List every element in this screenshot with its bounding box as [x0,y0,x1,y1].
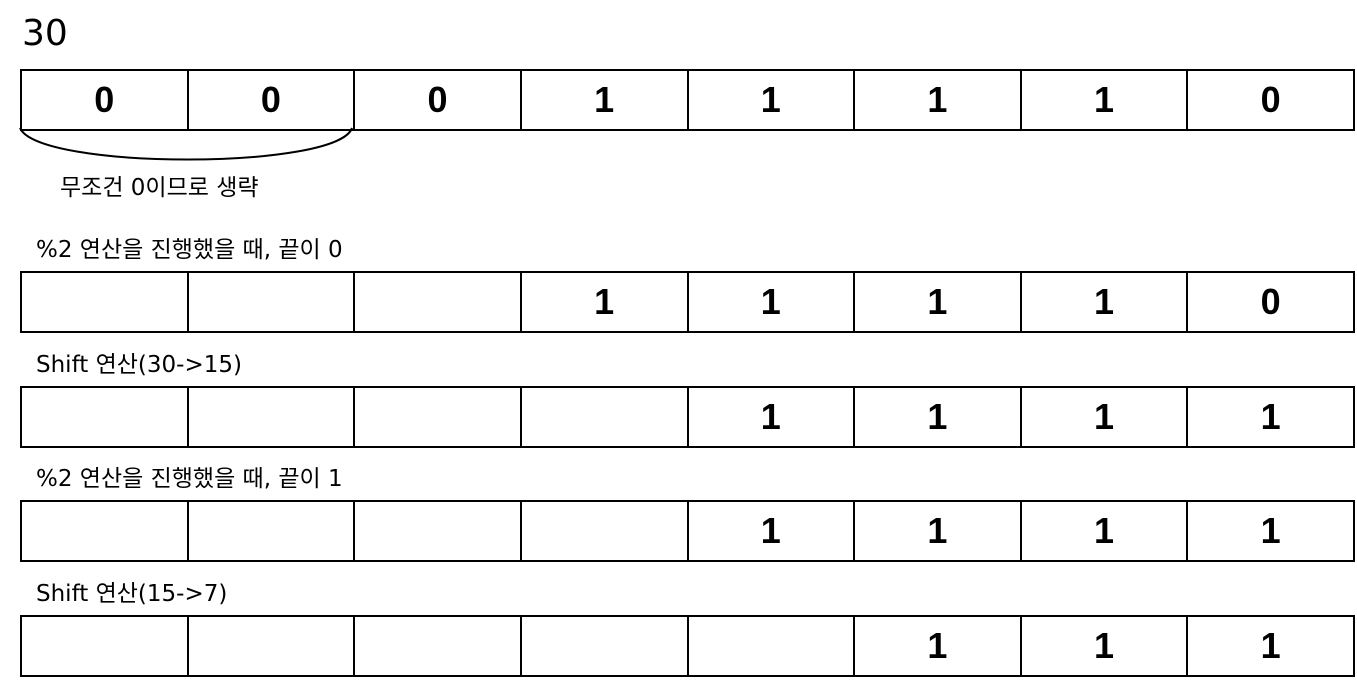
bit-cell [355,502,522,560]
bit-cell: 0 [355,71,522,129]
bit-cell: 0 [189,71,356,129]
bit-row-mod-1: 1 1 1 1 [20,500,1355,562]
step-caption-mod-0: %2 연산을 진행했을 때, 끝이 0 [36,237,343,263]
bit-cell [355,388,522,446]
bit-row-shift-30-15: 1 1 1 1 [20,386,1355,448]
bit-cell [22,617,189,675]
bit-cell: 1 [522,273,689,331]
number-title: 30 [22,13,68,54]
bit-cell: 1 [855,388,1022,446]
bit-cell [22,273,189,331]
bit-cell [189,273,356,331]
bit-cell: 1 [522,71,689,129]
bit-cell [355,273,522,331]
bit-cell: 1 [855,71,1022,129]
bit-cell: 1 [1260,396,1281,437]
bit-cell: 1 [1260,510,1281,551]
bit-cell: 1 [855,273,1022,331]
step-caption-shift-15-7: Shift 연산(15->7) [36,581,228,607]
bit-row-shift-15-7: 1 1 1 [20,615,1355,677]
bit-cell: 0 [1260,281,1281,322]
bit-cell: 1 [689,388,856,446]
bit-cell [22,502,189,560]
bit-cell [355,617,522,675]
bit-cell: 1 [689,71,856,129]
bit-row-mod-0: 1 1 1 1 0 [20,271,1355,333]
bit-cell [689,617,856,675]
bit-cell: 1 [1022,502,1189,560]
bit-cell: 1 [1260,625,1281,666]
omit-brace [19,127,353,161]
bit-cell: 0 [22,71,189,129]
bit-cell: 1 [1022,388,1189,446]
bit-cell: 1 [689,502,856,560]
bit-cell [522,502,689,560]
bit-cell [522,388,689,446]
bit-cell: 1 [1022,273,1189,331]
bit-cell: 1 [1022,617,1189,675]
bit-cell: 1 [855,502,1022,560]
bit-cell: 0 [1260,79,1281,120]
bit-cell [189,502,356,560]
bit-row-original: 0 0 0 1 1 1 1 0 [20,69,1355,131]
bit-cell: 1 [1022,71,1189,129]
bit-cell [522,617,689,675]
omit-note: 무조건 0이므로 생략 [60,175,259,201]
bit-cell [189,617,356,675]
step-caption-shift-30-15: Shift 연산(30->15) [36,352,242,378]
step-caption-mod-1: %2 연산을 진행했을 때, 끝이 1 [36,466,343,492]
bit-cell: 1 [689,273,856,331]
bit-cell [189,388,356,446]
bit-cell [22,388,189,446]
bit-cell: 1 [855,617,1022,675]
